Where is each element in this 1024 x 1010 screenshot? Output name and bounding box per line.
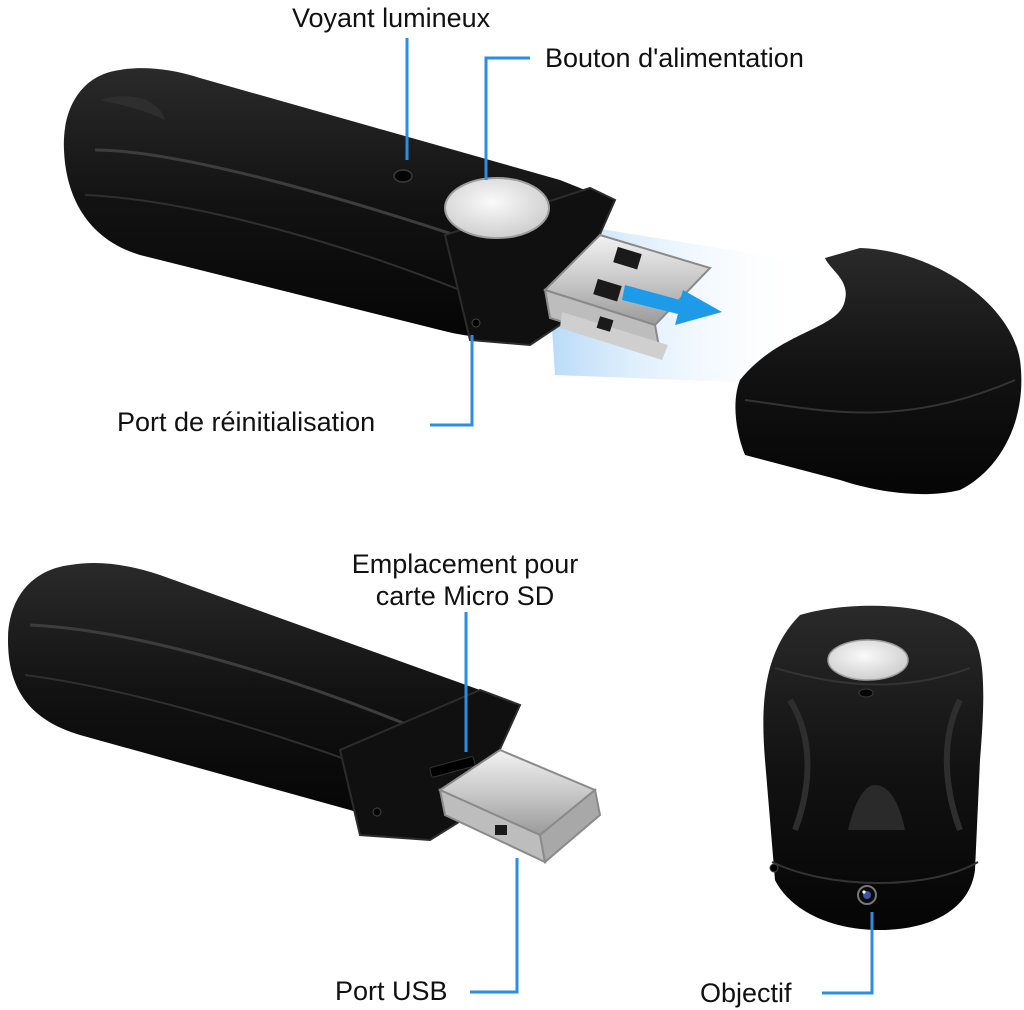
- micro-sd-slot: [429, 756, 476, 778]
- callout-line-lens: [822, 912, 874, 995]
- bottom-reset-hole: [372, 807, 382, 817]
- indicator-light: [393, 169, 413, 183]
- insert-arrow: [622, 285, 722, 325]
- callout-line-usb: [470, 858, 519, 994]
- label-power-button: Bouton d'alimentation: [545, 43, 804, 73]
- usb-cap: [735, 248, 1022, 495]
- label-micro-sd-slot: Emplacement pour carte Micro SD: [324, 548, 606, 612]
- reset-hole: [471, 318, 481, 328]
- top-device: [63, 68, 1022, 495]
- label-usb-port: Port USB: [335, 976, 448, 1006]
- label-indicator-light: Voyant lumineux: [292, 3, 491, 33]
- callout-line-reset: [430, 335, 474, 427]
- bottom-left-device: [8, 563, 602, 864]
- bottom-usb-plug: [437, 748, 602, 864]
- label-reset-port: Port de réinitialisation: [117, 407, 376, 437]
- bottom-right-device: [763, 605, 984, 930]
- end-view-indicator-light: [858, 688, 874, 698]
- power-button: [444, 177, 550, 239]
- label-micro-sd-line2: carte Micro SD: [375, 581, 555, 611]
- callout-line-power: [484, 56, 530, 180]
- end-view-power-button: [827, 639, 909, 681]
- callout-lines: [405, 38, 874, 995]
- label-lens: Objectif: [700, 978, 792, 1008]
- end-view-body: [763, 605, 984, 930]
- label-micro-sd-line1: Emplacement pour: [351, 549, 579, 579]
